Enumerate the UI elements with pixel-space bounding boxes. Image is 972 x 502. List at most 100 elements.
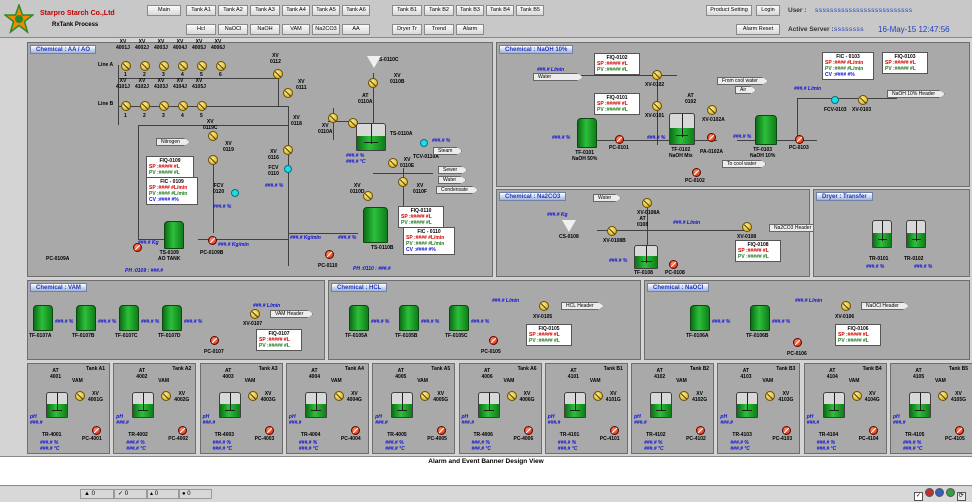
- tank-pump[interactable]: [955, 426, 964, 435]
- nav-button-tank-a5[interactable]: Tank A5: [312, 5, 340, 16]
- fiq-0109-box[interactable]: FIQ-0109 SP :##### #L PV :##### #L: [146, 156, 194, 178]
- tank-xv-valve[interactable]: [333, 391, 344, 401]
- status-count-3[interactable]: ▴ 0: [146, 489, 180, 499]
- tank-pump[interactable]: [92, 426, 101, 435]
- valve-xv-0107[interactable]: [250, 309, 260, 319]
- valve-xv-0119c[interactable]: [208, 131, 218, 141]
- status-count-2[interactable]: ✓ 0: [114, 489, 148, 499]
- tank-pump[interactable]: [178, 426, 188, 435]
- product-setting-button[interactable]: Product Setting: [706, 5, 752, 16]
- ack-icon[interactable]: [946, 488, 956, 497]
- pump-pa-0102a[interactable]: [707, 133, 716, 142]
- valve-line-a[interactable]: [121, 61, 131, 71]
- nav-button-tank-a1[interactable]: Tank A1: [186, 5, 216, 16]
- nav-button-tank-b2[interactable]: Tank B2: [424, 5, 454, 16]
- valve-xv-0110f[interactable]: [398, 177, 408, 187]
- alarm-reset-button[interactable]: Alarm Reset: [736, 24, 780, 35]
- fiq-0105-box[interactable]: FIQ-0105 SP :##### #L PV :##### #L: [526, 324, 572, 346]
- pump-pc-0110[interactable]: [325, 250, 334, 259]
- pump-pc-0106[interactable]: [793, 338, 802, 347]
- fiq-0108-box[interactable]: FIQ-0108 SP :##### #L PV :##### #L: [735, 240, 781, 262]
- nav-button-dryer-tr[interactable]: Dryer Tr: [392, 24, 422, 35]
- valve-line-b[interactable]: [121, 101, 131, 111]
- valve-xv-0101[interactable]: [652, 101, 662, 111]
- valve-xv-0106[interactable]: [841, 301, 851, 311]
- login-button[interactable]: Login: [756, 5, 780, 16]
- fic-0109-box[interactable]: FIC - 0109 SP :#### #L/min PV :#### #L/m…: [146, 177, 198, 205]
- fiq-0102-box[interactable]: FIQ-0102 SP :##### #L PV :##### #L: [594, 53, 640, 75]
- tank-xv-valve[interactable]: [420, 391, 431, 401]
- nav-button-tank-a6[interactable]: Tank A6: [342, 5, 370, 16]
- nav-button-tank-b1[interactable]: Tank B1: [392, 5, 422, 16]
- nav-button-naocl[interactable]: NaOCl: [218, 24, 248, 35]
- fcv-0120-icon[interactable]: [231, 189, 239, 197]
- valve-xv-0111[interactable]: [283, 88, 293, 98]
- nav-button-tank-a4[interactable]: Tank A4: [282, 5, 310, 16]
- pump-pc-0108[interactable]: [669, 260, 678, 269]
- tank-xv-valve[interactable]: [938, 391, 948, 401]
- nav-button-tank-b5[interactable]: Tank B5: [516, 5, 544, 16]
- tank-xv-valve[interactable]: [765, 391, 776, 401]
- nav-button-hcl[interactable]: Hcl: [186, 24, 216, 35]
- nav-button-tank-a3[interactable]: Tank A3: [250, 5, 280, 16]
- valve-xv-0112[interactable]: [273, 69, 283, 79]
- valve-line-a[interactable]: [216, 61, 226, 71]
- tank-pump[interactable]: [264, 426, 274, 435]
- valve-line-a[interactable]: [140, 61, 150, 71]
- fiq-0110-box[interactable]: FIQ-0110 SP :##### #L PV :##### #L: [398, 206, 444, 228]
- valve-line-b[interactable]: [178, 101, 188, 111]
- valve-line-b[interactable]: [159, 101, 169, 111]
- tank-xv-valve[interactable]: [851, 391, 862, 401]
- pump-pc-0109b[interactable]: [208, 236, 217, 245]
- tank-xv-valve[interactable]: [161, 391, 172, 401]
- tank-pump[interactable]: [782, 426, 792, 435]
- fiq-0103-box[interactable]: FIQ-0103 SP :##### #L PV :##### #L: [882, 52, 928, 74]
- valve-xv-0108a[interactable]: [642, 198, 652, 208]
- tank-pump[interactable]: [609, 426, 619, 435]
- valve-xv-0110d[interactable]: [363, 191, 373, 201]
- pump-pc-0105[interactable]: [489, 336, 498, 345]
- valve-xv-0119[interactable]: [208, 155, 218, 165]
- nav-button-tank-a2[interactable]: Tank A2: [218, 5, 248, 16]
- nav-button-trend[interactable]: Trend: [424, 24, 454, 35]
- tank-pump[interactable]: [437, 426, 447, 435]
- nav-button-aa[interactable]: AA: [342, 24, 370, 35]
- nav-button-na2co3[interactable]: Na2CO3: [312, 24, 340, 35]
- valve-line-b[interactable]: [140, 101, 150, 111]
- fiq-0101-box[interactable]: FIQ-0101 SP :##### #L PV :##### #L: [594, 93, 640, 115]
- refresh-icon[interactable]: ⟳: [956, 492, 966, 501]
- tcv-0110a-icon[interactable]: [420, 139, 428, 147]
- tank-pump[interactable]: [696, 426, 706, 435]
- nav-button-vam[interactable]: VAM: [282, 24, 310, 35]
- checkbox-icon[interactable]: ✓: [914, 492, 923, 501]
- alarm-icon[interactable]: [924, 488, 934, 497]
- tank-xv-valve[interactable]: [247, 391, 258, 401]
- tank-pump[interactable]: [523, 426, 533, 435]
- fic-0103-box[interactable]: FIC - 0103 SP :#### #L/min PV :#### #L/m…: [822, 52, 874, 80]
- pump-pc-0101[interactable]: [615, 135, 624, 144]
- valve-line-b[interactable]: [197, 101, 207, 111]
- valve-xv-0110b[interactable]: [368, 78, 378, 88]
- pump-pc-0107[interactable]: [210, 336, 219, 345]
- fiq-0107-box[interactable]: FIQ-0107 SP :##### #L PV :##### #L: [256, 329, 302, 351]
- nav-button-main[interactable]: Main: [147, 5, 181, 16]
- pump-pc-0109a[interactable]: [133, 243, 142, 252]
- tank-pump[interactable]: [350, 426, 360, 435]
- valve-xv-0102[interactable]: [652, 70, 662, 80]
- status-count-4[interactable]: ● 0: [178, 489, 212, 499]
- valve-line-a[interactable]: [159, 61, 169, 71]
- valve-xv-0105[interactable]: [539, 301, 549, 311]
- valve-xv-0118[interactable]: [328, 113, 338, 123]
- valve-xv-0108b[interactable]: [607, 226, 617, 236]
- status-count-1[interactable]: ▲ 0: [80, 489, 114, 499]
- nav-button-alarm[interactable]: Alarm: [456, 24, 484, 35]
- pump-pc-0103[interactable]: [795, 135, 804, 144]
- nav-button-tank-b3[interactable]: Tank B3: [456, 5, 484, 16]
- valve-xv-0103[interactable]: [858, 95, 868, 105]
- valve-xv-0110e[interactable]: [388, 158, 398, 168]
- pump-pc-0102[interactable]: [692, 168, 701, 177]
- fic-0110-box[interactable]: FIC - 0110 SP :#### #L/min PV :#### #L/m…: [403, 227, 455, 255]
- valve-line-a[interactable]: [197, 61, 207, 71]
- event-icon[interactable]: [935, 488, 945, 497]
- tank-pump[interactable]: [868, 426, 878, 435]
